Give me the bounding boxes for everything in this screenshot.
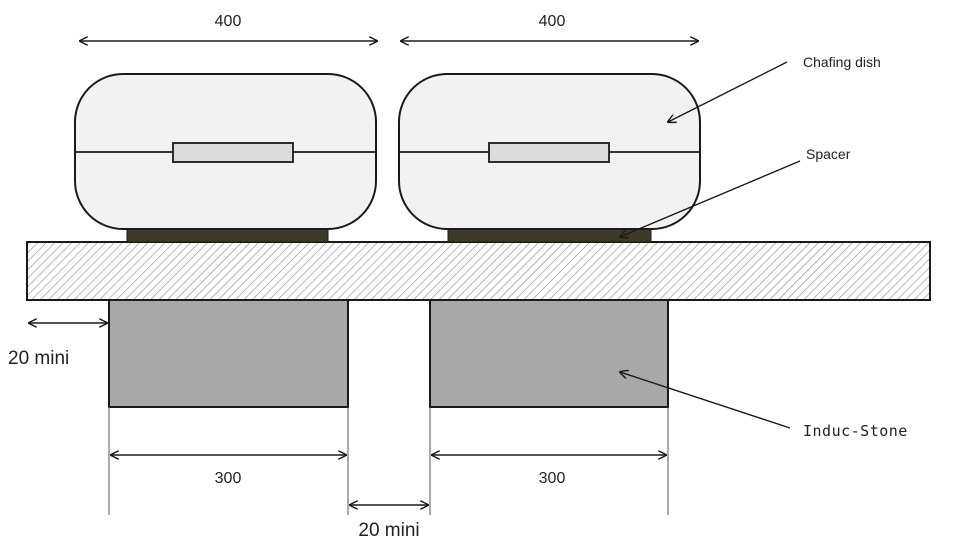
- dim-label-stone-gap: 20 mini: [358, 520, 419, 541]
- callout-arrow-chafing-dish: [668, 61, 788, 122]
- chafing-dish-left: [74, 73, 377, 230]
- dim-label-stone-right: 300: [539, 470, 566, 487]
- spacer-right: [447, 228, 652, 243]
- label-spacer: Spacer: [806, 146, 851, 162]
- label-chafing-dish: Chafing dish: [803, 54, 881, 70]
- label-induc-stone: Induc-Stone: [803, 422, 908, 440]
- chafing-dish-right: [398, 73, 701, 230]
- dim-label-dish-left: 400: [215, 13, 242, 30]
- dim-label-dish-right: 400: [539, 13, 566, 30]
- induc-stone-left: [108, 299, 349, 408]
- callout-arrow-spacer: [620, 160, 801, 237]
- dim-label-stone-left: 300: [215, 470, 242, 487]
- dish-handle-left: [172, 142, 294, 163]
- dim-label-edge: 20 mini: [8, 348, 69, 369]
- countertop: [26, 241, 931, 301]
- dish-handle-right: [488, 142, 610, 163]
- spacer-left: [126, 228, 329, 243]
- induc-stone-right: [429, 299, 669, 408]
- callout-arrow-induc-stone: [620, 372, 791, 429]
